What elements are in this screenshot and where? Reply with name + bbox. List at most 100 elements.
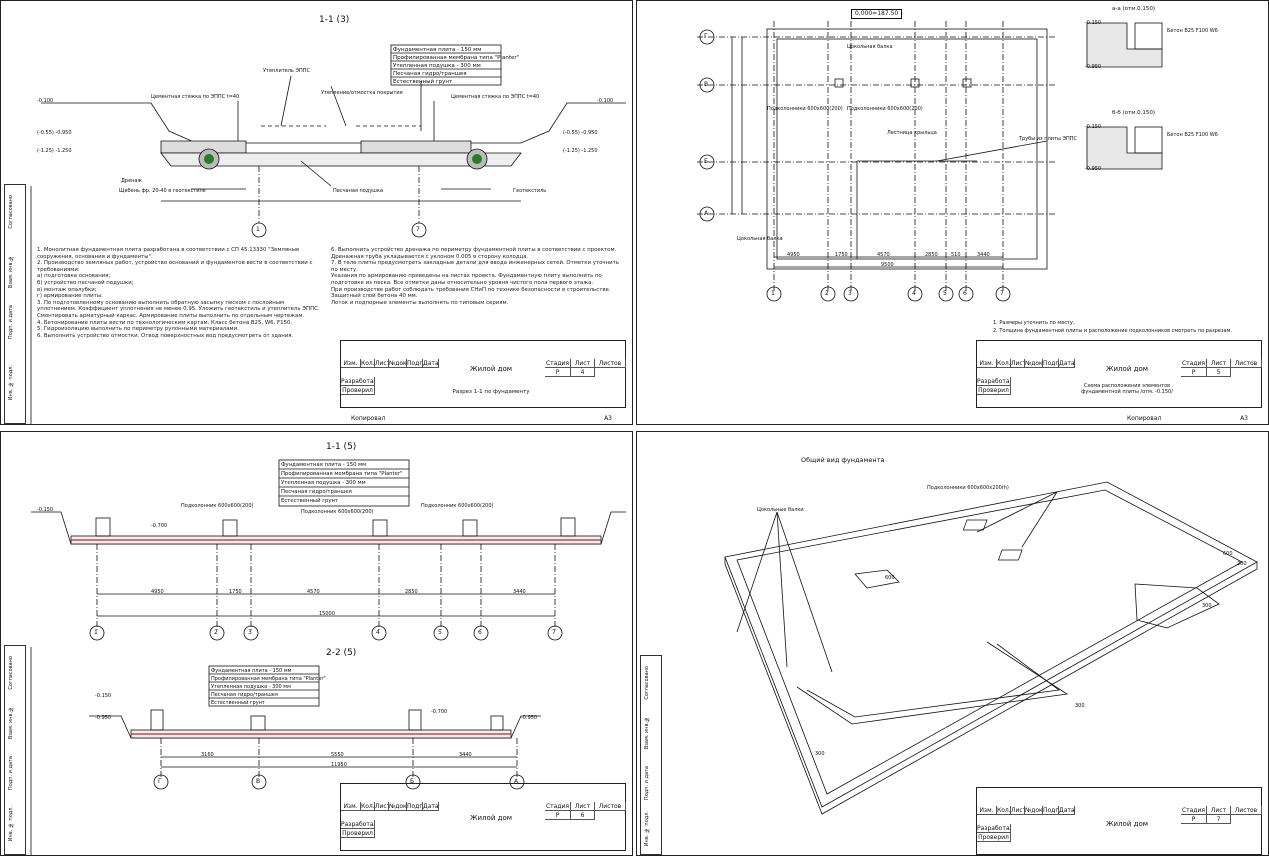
strip-label: Подп. и дата [8,756,14,791]
sheet-3d-view: Общий вид фундамента Подколонники 600х60… [636,431,1269,856]
stamp-izm: Изм. [341,802,361,811]
label-pads2: Подколонники 600х600(200) [847,106,923,112]
foundation-plan-drawing [697,21,1163,302]
dim: 300 [1202,603,1212,609]
stamp-title: Жилой дом [469,814,513,822]
dim: 600 [1223,551,1233,557]
stamp-doc: №док. [389,802,407,811]
stamp-sign: Подп. [407,802,423,811]
stamp-sheet: 5 [1207,368,1231,377]
pie-layer: Естественный грунт [393,79,453,85]
pie-layer: Профилированная мембрана типа "Planter" [211,676,326,682]
stamp-doc: №док. [1025,359,1043,368]
stamp-list: Лист [1011,806,1025,815]
dim-total: 15000 [319,611,335,617]
stamp-dev: Разработал [977,824,1011,833]
strip-label: Взам. инв.№ [644,716,650,750]
strip-label: Подп. и дата [644,766,650,801]
stamp-sheet: 6 [571,811,595,820]
mark: (-1.25) -1.250 [563,148,598,154]
stamp-date: Дата [1059,806,1075,815]
axis-label: 4 [376,629,380,636]
stamp-kol: Кол.уч [997,359,1011,368]
mark: -0.700 [431,709,448,715]
stamp-check: Проверил [977,386,1011,395]
pie-layer: Профилированная мембрана типа "Planter" [281,471,403,477]
stamp-dev: Разработал [341,377,375,386]
left-strip: Согласовано Взам. инв.№ Подп. и дата Инв… [4,645,26,855]
label-grade: Утепление/отмостка покрытия [321,90,403,96]
label-geotex: Геотекстиль [513,188,547,194]
strip-label: Инв. № подл. [8,806,14,842]
pad-label: Подколонник 600х600(200) [421,503,494,509]
stamp-list: Лист [1011,359,1025,368]
stamp-dev: Разработал [977,377,1011,386]
stamp-stage-h: Стадия [545,802,571,811]
view-title: Общий вид фундамента [801,456,885,464]
pie-layer: Естественный грунт [281,498,339,504]
stamp-check: Проверил [341,829,375,838]
axis-col: 1 [771,290,775,297]
axis-col: 3 [848,290,852,297]
dim-bottom: 4570 [877,252,890,258]
isometric-drawing [724,481,1258,815]
label-pads: Подколонники 600х600х200(h) [927,485,1009,491]
axis-label: 7 [416,226,420,233]
dim: 3160 [201,752,214,758]
stamp-sheets-h: Листов [595,802,626,811]
stamp-sheet-h: Лист [1207,359,1231,368]
format-label: А3 [1240,415,1248,422]
strip-label: Взам. инв.№ [8,706,14,740]
dim: 3440 [459,752,472,758]
section-title: 1-1 (3) [319,15,350,25]
stamp-stage: Р [1181,815,1207,824]
pad-label: Подколонник 600х600(200) [301,509,374,515]
pie-layer: Профилированная мембрана типа "Planter" [393,55,520,61]
label-pads: Подколонники 600х600(200) [767,106,843,112]
section-a-mark: -0.950 [1085,64,1102,70]
stamp-stage-h: Стадия [545,359,571,368]
stamp-sheet: 4 [571,368,595,377]
dim: 4570 [307,589,320,595]
stamp-stage: Р [1181,368,1207,377]
dim-total: 11950 [331,762,347,768]
dim: 200 [1237,561,1247,567]
strip-label: Инв. № подл. [644,811,650,847]
stamp-izm: Изм. [977,359,997,368]
dim: 1750 [229,589,242,595]
section-1-1-drawing [30,44,626,424]
mark: -0.100 [37,98,54,104]
section-b-mark: -0.950 [1085,166,1102,172]
axis-label: А [514,778,519,785]
pie-layer: Песчаная гидро/траншея [281,489,352,495]
pie-layer: Фундаментная плита - 150 мм [211,668,292,674]
sections-drawing [30,459,626,855]
axis-col: 2 [825,290,829,297]
pie-layer: Утепленная подушка - 300 мм [211,684,291,690]
sheet-sections-1-1-2-2: 1-1 (5) Фундаментная плита - 150 мм Проф… [0,431,633,856]
label-insulation: Утеплитель ЭППС [263,68,310,74]
left-strip: Согласовано Взам. инв.№ Подп. и дата Инв… [4,184,26,424]
label-beams: Цокольные балки [757,507,804,513]
label-trays: Трубы из плиты ЭППС [1019,136,1077,142]
stamp-date: Дата [423,802,439,811]
axis-label: 2 [214,629,218,636]
dim: 300 [815,751,825,757]
stamp-title: Жилой дом [1105,365,1149,373]
axis-label: 3 [248,629,252,636]
dim-bottom: 2850 [925,252,938,258]
axis-row: Г [704,33,708,40]
stamp-sign: Подп. [1043,359,1059,368]
axis-label: 6 [478,629,482,636]
axis-label: 7 [552,629,556,636]
axis-col: 7 [1000,290,1004,297]
stamp-date: Дата [1059,359,1075,368]
axis-col: 5 [943,290,947,297]
title-block: Изм. Кол.уч Лист №док. Подп. Дата Разраб… [976,340,1262,408]
section2-title: 2-2 (5) [326,648,357,658]
strip-label: Подп. и дата [8,305,14,340]
strip-label: Согласовано [644,666,650,700]
mark: -0.950 [95,715,112,721]
section-a-mark: -0.150 [1085,20,1102,26]
stamp-sheet-name: Схема расположения элементов фундаментно… [1081,383,1173,395]
